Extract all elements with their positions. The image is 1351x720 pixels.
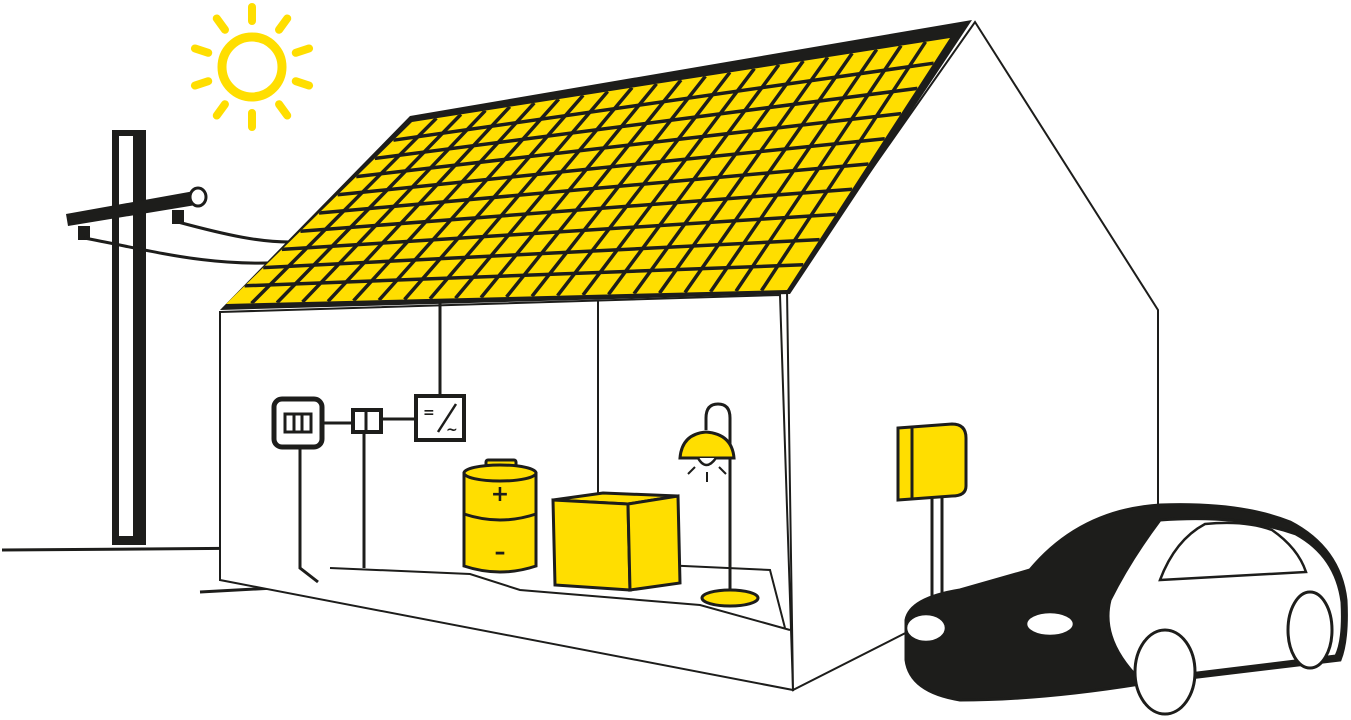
sun-ray: [275, 14, 292, 34]
wiring: [298, 300, 442, 584]
sun-ray: [190, 44, 213, 57]
sun-ray: [291, 77, 314, 90]
sun-ray: [291, 44, 314, 57]
panel-grid-line: [393, 61, 934, 142]
panel-grid-line: [337, 137, 885, 197]
storage-unit: [551, 491, 682, 592]
panel-grid-line: [244, 263, 804, 288]
battery-minus-symbol: –: [495, 540, 506, 565]
house: [219, 20, 1159, 692]
panel-grid-line: [355, 111, 902, 179]
electric-car: [904, 503, 1348, 716]
floor-lamp-icon: [678, 402, 760, 608]
sun-ray: [212, 100, 229, 120]
sun-icon: [190, 3, 314, 131]
utility-pole: [66, 130, 291, 545]
battery-icon: + –: [462, 458, 538, 574]
inverter-dc-symbol: =: [423, 405, 435, 421]
panel-grid-line: [263, 237, 820, 270]
inverter-ac-symbol: ~: [446, 422, 458, 438]
sun-ray: [212, 14, 229, 34]
electricity-meter: [271, 396, 325, 450]
battery-plus-symbol: +: [491, 482, 509, 507]
sun-ray: [275, 100, 292, 120]
panel-grid-line: [374, 86, 918, 161]
solar-roof-panels: [220, 20, 972, 310]
panel-grid-line: [281, 212, 837, 252]
junction-box: [351, 408, 383, 434]
panel-grid-line: [318, 162, 869, 215]
inverter-icon: = ~: [414, 394, 466, 442]
sun-ray: [190, 77, 213, 90]
panel-grid-line: [300, 187, 853, 233]
